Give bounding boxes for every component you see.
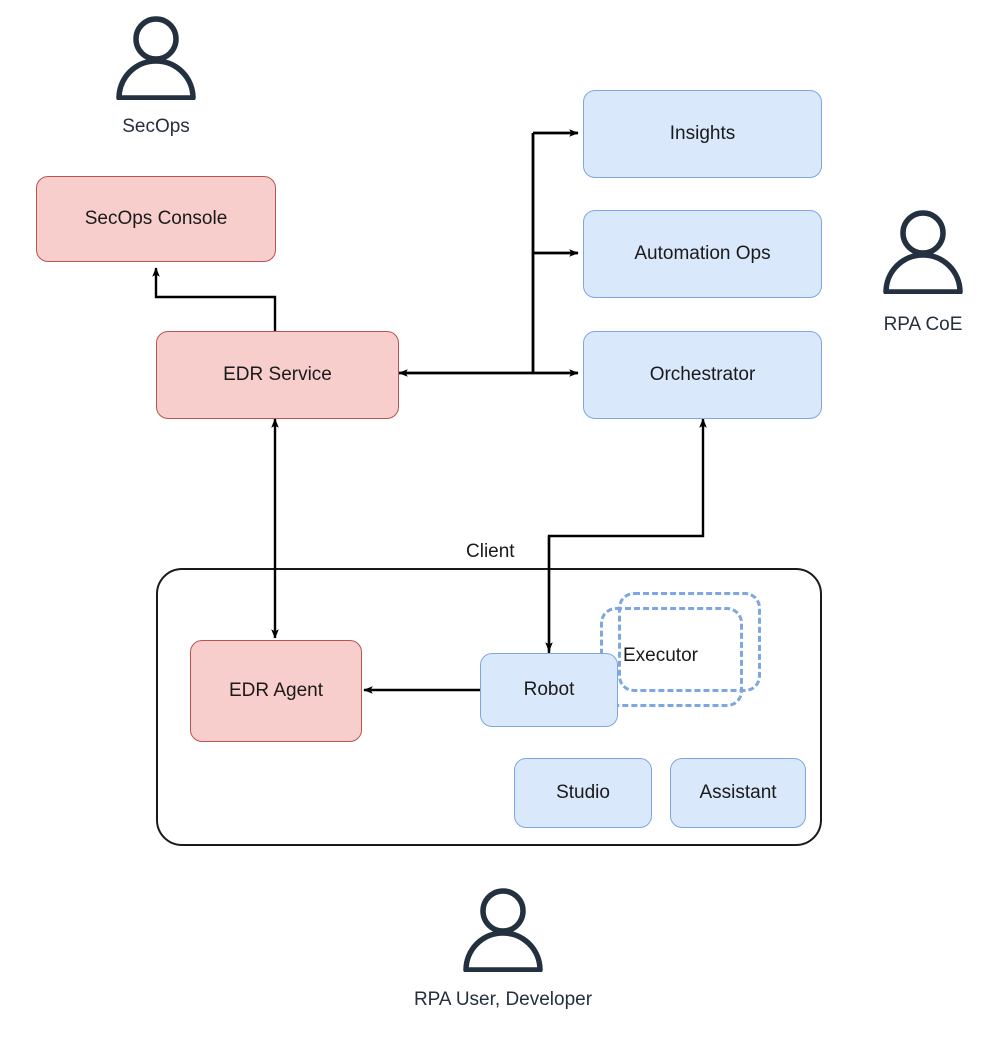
executor-label: Executor <box>623 645 698 666</box>
node-automation-ops-label: Automation Ops <box>634 242 771 264</box>
node-edr-service-label: EDR Service <box>223 363 332 385</box>
actor-secops-label: SecOps <box>122 116 190 137</box>
node-studio-label: Studio <box>556 781 610 803</box>
node-insights[interactable]: Insights <box>583 90 822 178</box>
node-orchestrator-label: Orchestrator <box>649 363 756 385</box>
person-icon <box>463 888 543 972</box>
actor-rpa-user <box>460 886 546 972</box>
node-edr-agent-label: EDR Agent <box>229 679 323 701</box>
node-secops-console[interactable]: SecOps Console <box>36 176 276 262</box>
actor-rpa-coe-label: RPA CoE <box>883 314 963 335</box>
actor-rpa-user-label: RPA User, Developer <box>413 989 593 1010</box>
edge-orchestrator-edrservice-trunk <box>398 129 579 377</box>
node-studio[interactable]: Studio <box>514 758 652 828</box>
edge-edrservice-to-secopsconsole <box>152 267 277 332</box>
node-edr-service[interactable]: EDR Service <box>156 331 399 419</box>
group-client <box>156 568 822 846</box>
node-insights-label: Insights <box>669 122 736 144</box>
node-assistant-label: Assistant <box>699 781 777 803</box>
node-assistant[interactable]: Assistant <box>670 758 806 828</box>
person-icon <box>116 16 196 100</box>
person-icon <box>883 210 963 294</box>
actor-rpa-coe <box>880 208 966 294</box>
node-robot-label: Robot <box>523 678 575 700</box>
actor-secops <box>113 14 199 100</box>
node-edr-agent[interactable]: EDR Agent <box>190 640 362 742</box>
group-client-label: Client <box>461 541 520 563</box>
node-automation-ops[interactable]: Automation Ops <box>583 210 822 298</box>
node-orchestrator[interactable]: Orchestrator <box>583 331 822 419</box>
node-secops-console-label: SecOps Console <box>84 207 228 229</box>
node-robot[interactable]: Robot <box>480 653 618 727</box>
